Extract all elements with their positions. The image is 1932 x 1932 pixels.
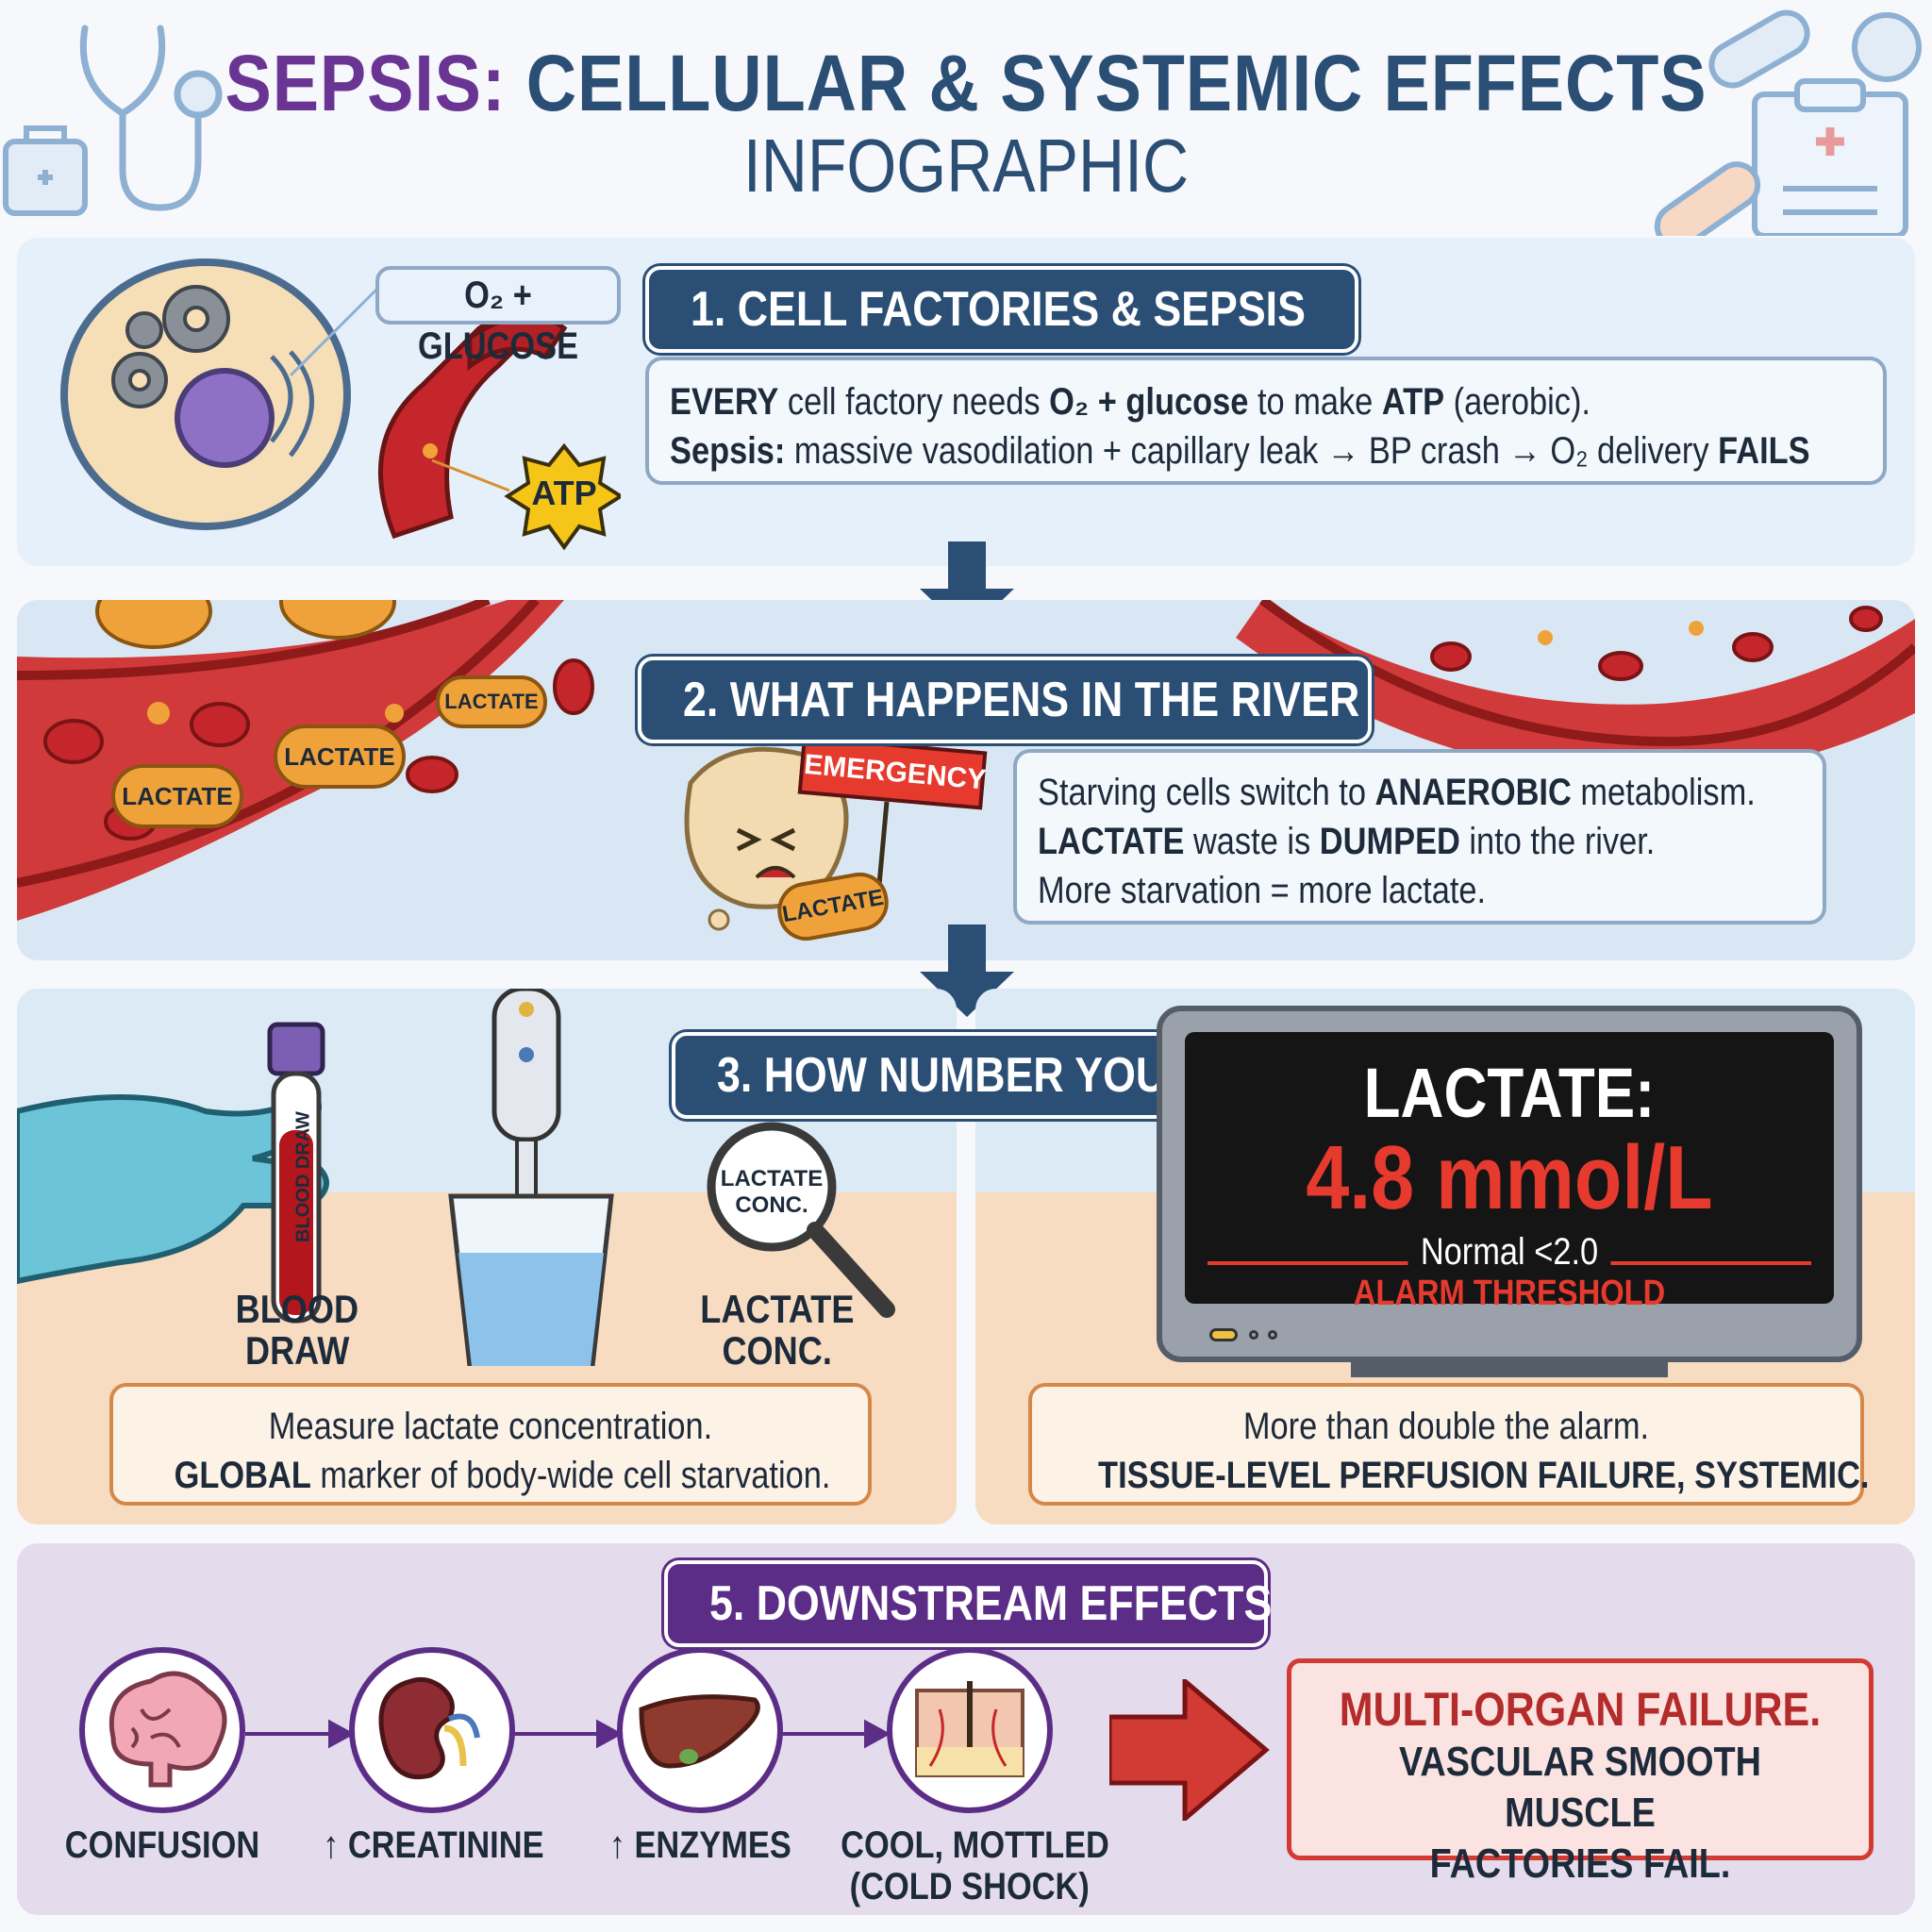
monitor-screen: LACTATE: 4.8 mmol/L Normal <2.0 ALARM TH…	[1185, 1032, 1834, 1313]
measurement-line1: Measure lactate concentration.	[268, 1406, 713, 1447]
lactate-monitor: LACTATE: 4.8 mmol/L Normal <2.0 ALARM TH…	[1157, 1006, 1862, 1362]
monitor-line1: More than double the alarm.	[1242, 1406, 1650, 1447]
monitor-indicator	[1268, 1330, 1277, 1340]
page-subtitle: INFOGRAPHIC	[742, 124, 1190, 208]
alarm-threshold: ALARM THRESHOLD	[1353, 1274, 1666, 1313]
medical-decor-left	[3, 25, 223, 216]
monitor-indicator	[1249, 1330, 1258, 1340]
blood-vessel-icon	[377, 313, 568, 540]
lactate-blob-icon	[95, 600, 396, 649]
organ-label-confusion: CONFUSION	[64, 1824, 260, 1866]
brain-icon	[79, 1647, 245, 1813]
outcome-line1: MULTI-ORGAN FAILURE.	[1339, 1683, 1822, 1736]
normal-range: Normal <2.0	[1230, 1231, 1789, 1274]
connector-arrows	[245, 1719, 891, 1749]
clipboard-icon	[1752, 78, 1908, 236]
monitor-button	[1209, 1328, 1238, 1341]
lactate-value: 4.8 mmol/L	[1306, 1127, 1713, 1228]
lactate-blob-1: LACTATE	[111, 764, 243, 828]
capsule-icon	[1654, 161, 1761, 236]
big-arrow-right-icon	[1109, 1679, 1270, 1821]
section2-line2: LACTATE waste is DUMPED into the river.	[1038, 821, 1656, 862]
lactate-blob-3: LACTATE	[436, 675, 547, 728]
stethoscope-icon	[79, 25, 223, 211]
section1-header: 1. CELL FACTORIES & SEPSIS	[645, 266, 1358, 353]
section2-textbox: Starving cells switch to ANAEROBIC metab…	[1013, 749, 1826, 924]
organ-label-enzymes: ↑ ENZYMES	[608, 1824, 791, 1866]
cell-illustration	[60, 258, 621, 551]
page-title: SEPSIS: CELLULAR & SYSTEMIC EFFECTS	[116, 38, 1816, 129]
measurement-line2: GLOBAL marker of body-wide cell starvati…	[174, 1455, 831, 1496]
gear-icon	[111, 285, 230, 408]
kidney-icon	[349, 1647, 515, 1813]
section5-header: 5. DOWNSTREAM EFFECTS	[664, 1560, 1272, 1647]
section1-line2: Sepsis: massive vasodilation + capillary…	[670, 430, 1810, 472]
liver-icon	[617, 1647, 783, 1813]
monitor-textbox: More than double the alarm. TISSUE-LEVEL…	[1028, 1383, 1870, 1506]
lab-illustration	[17, 989, 895, 1366]
lactate-blob-2: LACTATE	[274, 724, 406, 789]
section1-line1: EVERY cell factory needs O₂ + glucose to…	[670, 381, 1591, 423]
outcome-line2: VASCULAR SMOOTH MUSCLE	[1398, 1739, 1761, 1836]
atp-label: ATP	[531, 474, 597, 512]
section1-textbox: EVERY cell factory needs O₂ + glucose to…	[645, 357, 1887, 485]
measurement-textbox: Measure lactate concentration. GLOBAL ma…	[109, 1383, 872, 1506]
section2-line3: More starvation = more lactate.	[1038, 870, 1487, 911]
monitor-line2: TISSUE-LEVEL PERFUSION FAILURE, SYSTEMIC…	[1098, 1455, 1870, 1496]
section2-line1: Starving cells switch to ANAEROBIC metab…	[1038, 772, 1756, 813]
pill-icon	[1708, 9, 1922, 89]
organ-label-skin: COOL, MOTTLED (COLD SHOCK)	[841, 1824, 1109, 1907]
magnifier-icon	[707, 1122, 895, 1318]
o2-glucose-tag: O₂ + GLUCOSE	[375, 266, 621, 367]
blood-tube-icon	[267, 1022, 325, 1324]
outcome-line3: FACTORIES FAIL.	[1429, 1840, 1731, 1887]
atp-burst-icon	[504, 442, 621, 551]
beaker-icon	[448, 1193, 614, 1366]
blood-draw-label: BLOOD DRAW	[235, 1287, 359, 1373]
section2-header: 2. WHAT HAPPENS IN THE RIVER	[638, 657, 1372, 743]
title-sepsis: SEPSIS:	[225, 39, 507, 127]
mitochondria-icon	[270, 350, 314, 458]
multi-organ-failure-box: MULTI-ORGAN FAILURE. VASCULAR SMOOTH MUS…	[1287, 1658, 1874, 1887]
nucleus-icon	[175, 368, 275, 468]
lactate-conc-label: LACTATE CONC.	[700, 1287, 855, 1373]
tube-label: BLOOD DRAW	[292, 1111, 314, 1242]
organ-label-creatinine: ↑ CREATININE	[322, 1824, 544, 1866]
medical-kit-icon	[3, 125, 88, 216]
magnifier-label: LACTATE CONC.	[720, 1166, 824, 1218]
monitor-title: LACTATE:	[1363, 1054, 1656, 1132]
monitor-stand	[1351, 1362, 1668, 1377]
skin-icon	[887, 1647, 1053, 1813]
medical-decor-right	[1654, 9, 1922, 236]
title-main: CELLULAR & SYSTEMIC EFFECTS	[525, 39, 1707, 127]
